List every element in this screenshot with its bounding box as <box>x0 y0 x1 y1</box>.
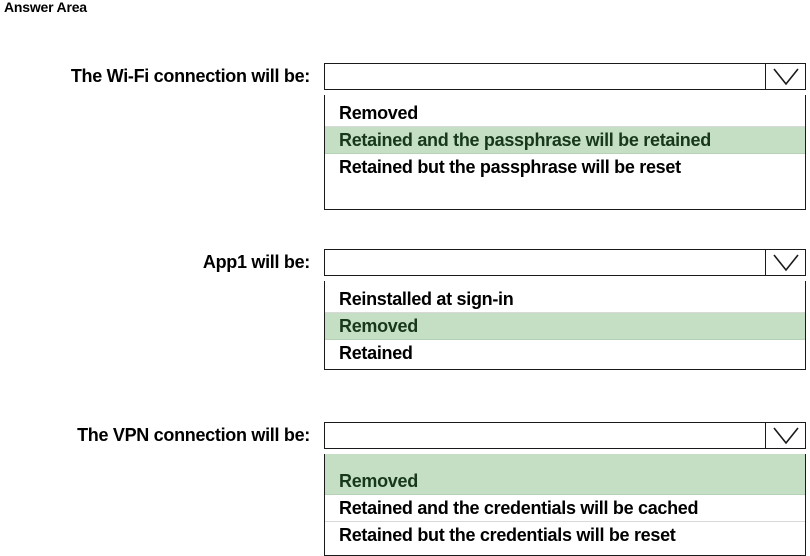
list-item[interactable]: Retained but the passphrase will be rese… <box>325 154 805 181</box>
chevron-down-icon[interactable] <box>765 250 805 275</box>
list-item[interactable]: Retained <box>325 340 805 367</box>
question-label-app1: App1 will be: <box>202 252 310 272</box>
question-label-vpn: The VPN connection will be: <box>77 425 310 445</box>
question-label-wifi: The Wi-Fi connection will be: <box>70 66 310 86</box>
list-item[interactable]: Removed <box>325 468 805 495</box>
dropdown-vpn-options[interactable]: Removed Retained and the credentials wil… <box>324 454 806 556</box>
list-item[interactable]: Retained and the credentials will be cac… <box>325 495 805 522</box>
list-item[interactable]: Removed <box>325 100 805 127</box>
dropdown-app1[interactable] <box>324 249 806 276</box>
dropdown-wifi[interactable] <box>324 63 806 90</box>
chevron-down-icon[interactable] <box>765 423 805 448</box>
list-item[interactable]: Retained but the credentials will be res… <box>325 522 805 549</box>
list-item[interactable]: Removed <box>325 313 805 340</box>
list-item[interactable]: Reinstalled at sign-in <box>325 286 805 313</box>
dropdown-wifi-options[interactable]: Removed Retained and the passphrase will… <box>324 95 806 210</box>
dropdown-vpn[interactable] <box>324 422 806 449</box>
chevron-down-icon[interactable] <box>765 64 805 89</box>
dropdown-app1-options[interactable]: Reinstalled at sign-in Removed Retained <box>324 281 806 370</box>
list-item[interactable]: Retained and the passphrase will be reta… <box>325 127 805 154</box>
list-padding <box>325 454 805 468</box>
page-title: Answer Area <box>4 0 87 15</box>
